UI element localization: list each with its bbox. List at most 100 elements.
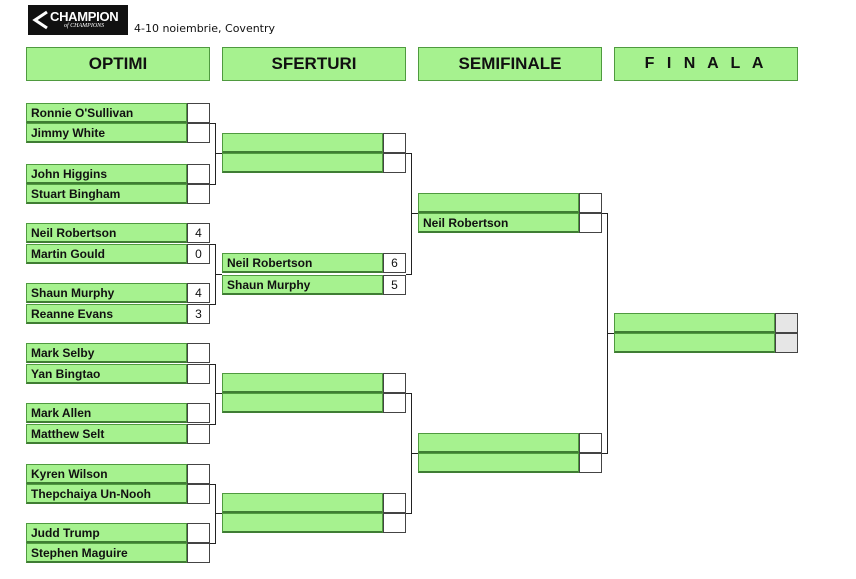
round-header-semifinale: SEMIFINALE [418, 47, 602, 81]
player-score [775, 313, 798, 333]
optimi-slot-10[interactable]: Yan Bingtao [26, 364, 210, 384]
player-score [187, 184, 210, 204]
bracket-connector [215, 123, 216, 185]
optimi-slot-5[interactable]: Neil Robertson 4 [26, 223, 210, 243]
player-score [187, 343, 210, 363]
bracket-connector [215, 153, 222, 154]
player-name: Mark Allen [26, 403, 187, 423]
player-name: Neil Robertson [418, 213, 579, 233]
player-score [187, 523, 210, 543]
optimi-slot-6[interactable]: Martin Gould 0 [26, 244, 210, 264]
bracket-connector [210, 244, 215, 245]
player-score [383, 513, 406, 533]
sferturi-slot-7[interactable] [222, 493, 406, 513]
player-name: Shaun Murphy [222, 275, 383, 295]
player-score [187, 103, 210, 123]
bracket-connector [210, 304, 215, 305]
sferturi-slot-3[interactable]: Neil Robertson 6 [222, 253, 406, 273]
player-score [187, 464, 210, 484]
optimi-slot-14[interactable]: Thepchaiya Un-Nooh [26, 484, 210, 504]
bracket-connector [411, 453, 418, 454]
player-name: Ronnie O'Sullivan [26, 103, 187, 123]
player-name: Reanne Evans [26, 304, 187, 324]
sferturi-slot-6[interactable] [222, 393, 406, 413]
champion-logo: CHAMPION of CHAMPIONS [28, 5, 128, 35]
player-score [775, 333, 798, 353]
bracket-connector [411, 213, 418, 214]
bracket-connector [602, 213, 607, 214]
optimi-slot-8[interactable]: Reanne Evans 3 [26, 304, 210, 324]
player-name: Mark Selby [26, 343, 187, 363]
logo-sub-text: of CHAMPIONS [64, 23, 105, 29]
optimi-slot-16[interactable]: Stephen Maguire [26, 543, 210, 563]
optimi-slot-12[interactable]: Matthew Selt [26, 424, 210, 444]
player-name: Stephen Maguire [26, 543, 187, 563]
round-header-optimi: OPTIMI [26, 47, 210, 81]
player-score: 5 [383, 275, 406, 295]
player-score [579, 433, 602, 453]
bracket-connector [210, 364, 215, 365]
player-score [579, 193, 602, 213]
player-score [383, 393, 406, 413]
optimi-slot-4[interactable]: Stuart Bingham [26, 184, 210, 204]
player-name [614, 333, 775, 353]
player-score [383, 373, 406, 393]
sferturi-slot-2[interactable] [222, 153, 406, 173]
player-score [383, 493, 406, 513]
sferturi-slot-8[interactable] [222, 513, 406, 533]
player-name [418, 433, 579, 453]
bracket-connector [215, 393, 222, 394]
optimi-slot-11[interactable]: Mark Allen [26, 403, 210, 423]
semifinale-slot-4[interactable] [418, 453, 602, 473]
player-name: Stuart Bingham [26, 184, 187, 204]
player-name: Neil Robertson [222, 253, 383, 273]
player-score [187, 364, 210, 384]
player-score [187, 164, 210, 184]
sferturi-slot-1[interactable] [222, 133, 406, 153]
player-name [222, 513, 383, 533]
optimi-slot-9[interactable]: Mark Selby [26, 343, 210, 363]
optimi-slot-2[interactable]: Jimmy White [26, 123, 210, 143]
semifinale-slot-1[interactable] [418, 193, 602, 213]
player-name: John Higgins [26, 164, 187, 184]
player-score [187, 123, 210, 143]
semifinale-slot-3[interactable] [418, 433, 602, 453]
player-name: Kyren Wilson [26, 464, 187, 484]
player-name [222, 153, 383, 173]
player-score [383, 153, 406, 173]
bracket-connector [210, 424, 215, 425]
player-name [222, 393, 383, 413]
optimi-slot-7[interactable]: Shaun Murphy 4 [26, 283, 210, 303]
player-name: Thepchaiya Un-Nooh [26, 484, 187, 504]
sferturi-slot-5[interactable] [222, 373, 406, 393]
logo-main-text: CHAMPION [50, 9, 119, 24]
bracket-connector [210, 184, 215, 185]
optimi-slot-3[interactable]: John Higgins [26, 164, 210, 184]
bracket-connector [215, 274, 222, 275]
bracket-connector [602, 453, 607, 454]
bracket-connector [215, 484, 216, 544]
player-score: 3 [187, 304, 210, 324]
player-name [222, 493, 383, 513]
semifinale-slot-2[interactable]: Neil Robertson [418, 213, 602, 233]
optimi-slot-1[interactable]: Ronnie O'Sullivan [26, 103, 210, 123]
player-name: Judd Trump [26, 523, 187, 543]
player-name [418, 453, 579, 473]
bracket-connector [215, 364, 216, 425]
player-name: Martin Gould [26, 244, 187, 264]
finala-slot-1[interactable] [614, 313, 798, 333]
player-name: Yan Bingtao [26, 364, 187, 384]
finala-slot-2[interactable] [614, 333, 798, 353]
logo-chevron-icon [32, 10, 48, 30]
round-header-finala: F I N A L A [614, 47, 798, 81]
optimi-slot-15[interactable]: Judd Trump [26, 523, 210, 543]
bracket-connector [406, 393, 411, 394]
bracket-connector [411, 153, 412, 275]
sferturi-slot-4[interactable]: Shaun Murphy 5 [222, 275, 406, 295]
bracket-connector [210, 543, 215, 544]
player-score: 6 [383, 253, 406, 273]
player-score [187, 484, 210, 504]
optimi-slot-13[interactable]: Kyren Wilson [26, 464, 210, 484]
player-name: Neil Robertson [26, 223, 187, 243]
bracket-connector [406, 153, 411, 154]
